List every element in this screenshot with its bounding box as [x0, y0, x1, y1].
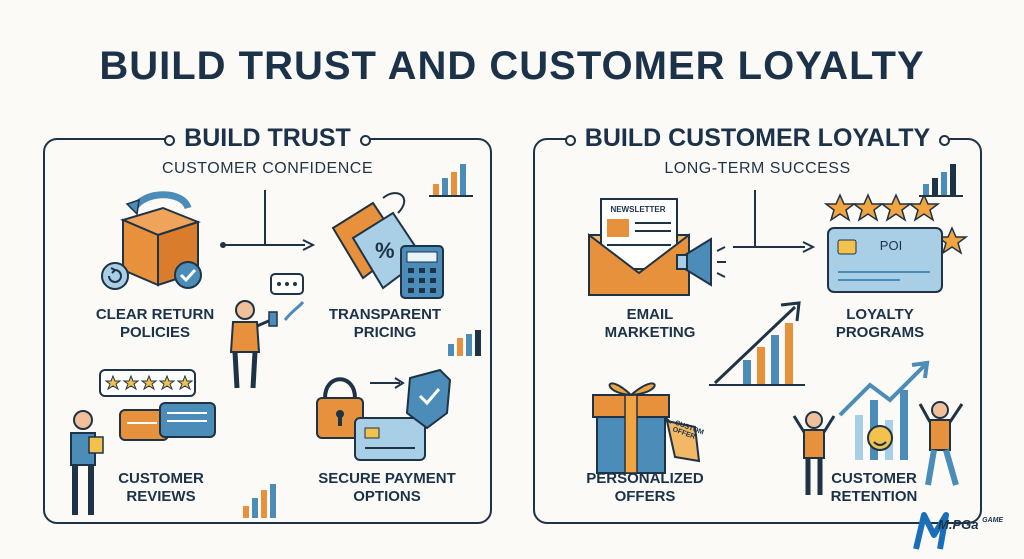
review-bubbles-icon	[70, 369, 216, 515]
loyalty-card-badge: POI	[879, 238, 903, 253]
logo-subtext: GAME	[982, 517, 1004, 524]
personalized-offers-label: PERSONALIZED OFFERS	[586, 470, 704, 505]
newsletter-envelope-icon	[588, 198, 726, 296]
bar-chart-icon	[429, 164, 473, 197]
price-tag-icon: %	[331, 192, 444, 299]
clear-return-policies-label: CLEAR RETURN POLICIES	[95, 306, 215, 341]
secure-payment-options-label: SECURE PAYMENT OPTIONS	[318, 470, 456, 505]
growth-arrow-icon	[709, 301, 805, 386]
customer-retention-label: CUSTOMER RETENTION	[830, 470, 918, 505]
svg-text:%: %	[375, 238, 395, 263]
growth-chart-icon	[792, 360, 964, 495]
loyalty-card-icon	[823, 193, 969, 293]
loyalty-programs-label: LOYALTY PROGRAMS	[835, 306, 925, 341]
brand-logo	[913, 512, 949, 550]
build-loyalty-subtitle: LONG-TERM SUCCESS	[664, 160, 851, 177]
person-phone-icon	[229, 273, 305, 389]
build-loyalty-heading: BUILD CUSTOMER LOYALTY	[564, 124, 951, 153]
email-marketing-label: EMAIL MARKETING	[604, 306, 696, 341]
bar-chart-icon	[448, 330, 481, 356]
build-loyalty-panel: BUILD CUSTOMER LOYALTY LONG-TERM SUCCESS…	[533, 124, 982, 524]
build-trust-panel: BUILD TRUST CUSTOMER CONFIDENCE CLEAR RE…	[43, 124, 492, 524]
page-title: BUILD TRUST AND CUSTOMER LOYALTY	[99, 44, 925, 88]
lock-shield-icon	[316, 368, 452, 461]
connector-arrows	[220, 190, 316, 251]
return-box-icon	[101, 191, 202, 290]
build-trust-subtitle: CUSTOMER CONFIDENCE	[162, 160, 373, 177]
bar-chart-icon	[919, 164, 963, 197]
connector-arrows	[733, 190, 816, 253]
transparent-pricing-label: TRANSPARENT PRICING	[328, 306, 442, 341]
logo-text: M.PGa	[938, 517, 979, 532]
gift-box-icon	[592, 382, 701, 474]
customer-reviews-label: CUSTOMER REVIEWS	[118, 470, 204, 505]
build-trust-heading: BUILD TRUST	[164, 124, 371, 153]
newsletter-badge: NEWSLETTER	[610, 205, 666, 214]
bar-chart-icon	[243, 484, 276, 518]
